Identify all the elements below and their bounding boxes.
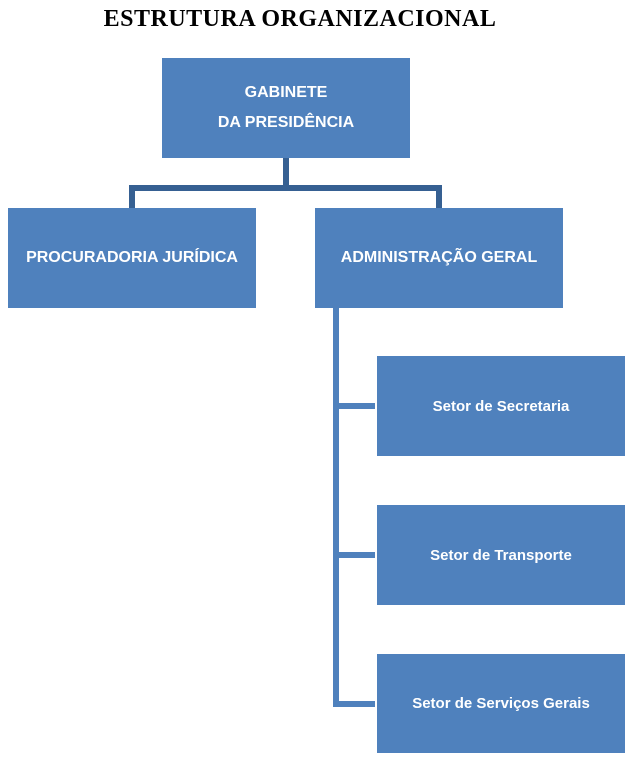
connector-gabinete-down: [283, 158, 289, 186]
node-label: PROCURADORIA JURÍDICA: [26, 249, 238, 266]
connector-administracao-down: [436, 185, 442, 208]
node-label: Setor de Serviços Gerais: [412, 695, 590, 712]
node-label: Setor de Transporte: [430, 546, 572, 564]
node-label: ADMINISTRAÇÃO GERAL: [340, 249, 538, 266]
node-setor-de-servicos-gerais: Setor de Serviços Gerais: [377, 654, 625, 753]
connector-setor-servicos-gerais: [333, 701, 375, 707]
connector-administracao-trunk: [333, 308, 339, 707]
connector-top-horizontal: [129, 185, 442, 191]
node-label: Setor de Secretaria: [432, 397, 570, 415]
connector-procuradoria-down: [129, 185, 135, 208]
node-label-line1: GABINETE: [244, 84, 328, 101]
node-setor-de-transporte: Setor de Transporte: [377, 505, 625, 605]
connector-setor-secretaria: [333, 403, 375, 409]
node-setor-de-secretaria: Setor de Secretaria: [377, 356, 625, 456]
node-label-line2: DA PRESIDÊNCIA: [217, 114, 355, 131]
node-administracao-geral: ADMINISTRAÇÃO GERAL: [315, 208, 563, 308]
chart-title: ESTRUTURA ORGANIZACIONAL: [103, 6, 497, 32]
connector-setor-transporte: [333, 552, 375, 558]
node-procuradoria-juridica: PROCURADORIA JURÍDICA: [8, 208, 256, 308]
node-gabinete-da-presidencia: GABINETE DA PRESIDÊNCIA: [162, 58, 410, 158]
